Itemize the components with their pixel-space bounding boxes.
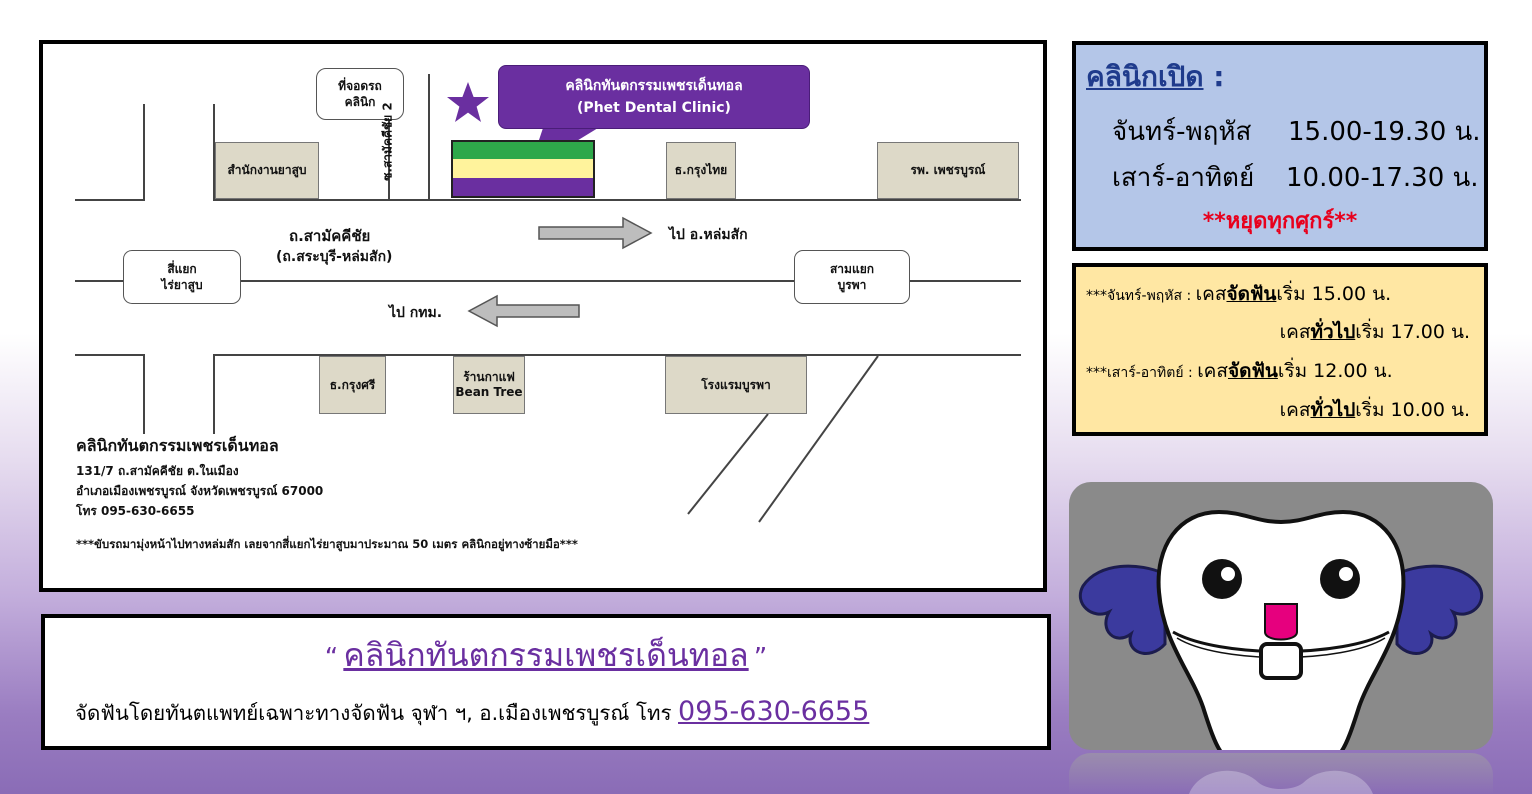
address-phone: โทร 095-630-6655 <box>76 504 195 518</box>
building-bean-tree-cafe: ร้านกาแฟ Bean Tree <box>453 356 525 414</box>
clinic-building <box>451 140 595 198</box>
clinic-callout-name: คลินิกทันตกรรมเพชรเด็นทอล <box>565 78 743 94</box>
building-krungthai-bank: ธ.กรุงไทย <box>666 142 736 199</box>
case-row-2-type: ทั่วไป <box>1310 321 1356 343</box>
arrow-left-icon <box>467 294 580 328</box>
building-burapha-hotel: โรงแรมบูรพา <box>665 356 807 414</box>
hours-row-2-time: 10.00-17.30 น. <box>1286 163 1479 193</box>
parking-sign: ที่จอดรถ คลินิก <box>316 68 404 120</box>
junction-burapha: สามแยก บูรพา <box>794 250 910 304</box>
direction-lomsak: ไป อ.หล่มสัก <box>669 227 748 243</box>
opening-hours-panel: คลินิกเปิด : จันทร์-พฤหัส 15.00-19.30 น.… <box>1072 41 1488 251</box>
address-line-2: อำเภอเมืองเพชรบูรณ์ จังหวัดเพชรบูรณ์ 670… <box>76 484 324 498</box>
quote-open: “ <box>324 643 339 673</box>
banner-clinic-name: คลินิกทันตกรรมเพชรเด็นทอล <box>343 636 749 674</box>
building-tobacco-office: สำนักงานยาสูบ <box>215 142 319 199</box>
case-row-3-a: เคส <box>1197 360 1228 382</box>
junction-right-label: สามแยก <box>829 262 874 276</box>
tooth-mascot-icon <box>1078 509 1484 750</box>
reflection-icon <box>1189 770 1373 794</box>
cafe-label: ร้านกาแฟ <box>463 370 515 384</box>
soi-label: ซ.สามัคคีชัย 2 <box>380 102 395 181</box>
case-row-3-time: เริ่ม 12.00 น. <box>1277 360 1393 382</box>
junction-left-label-2: ไร่ยาสูบ <box>161 278 203 292</box>
banner-title-row: “ คลินิกทันตกรรมเพชรเด็นทอล ” <box>45 630 1047 681</box>
case-row-4-type: ทั่วไป <box>1310 399 1356 421</box>
junction-left-label: สี่แยก <box>167 262 197 276</box>
case-row-1-a: เคส <box>1195 283 1227 305</box>
case-row-4-a: เคส <box>1279 399 1311 421</box>
arrow-right-icon <box>538 216 653 250</box>
case-row-3: ***เสาร์-อาทิตย์ : เคสจัดฟันเริ่ม 12.00 … <box>1086 356 1393 386</box>
mascot-reflection <box>1069 753 1493 794</box>
case-row-1: ***จันทร์-พฤหัส : เคสจัดฟันเริ่ม 15.00 น… <box>1086 279 1391 309</box>
cafe-label-2: Bean Tree <box>455 385 523 399</box>
case-row-4: เคสทั่วไปเริ่ม 10.00 น. <box>1280 395 1470 425</box>
case-row-4-time: เริ่ม 10.00 น. <box>1355 399 1470 421</box>
phone-link[interactable]: 095-630-6655 <box>678 696 870 727</box>
clinic-callout-english: (Phet Dental Clinic) <box>577 100 731 116</box>
location-map: ที่จอดรถ คลินิก ซ.สามัคคีชัย 2 คลินิกทัน… <box>39 40 1047 592</box>
case-row-2-time: เริ่ม 17.00 น. <box>1355 321 1470 343</box>
direction-bangkok: ไป กทม. <box>389 305 443 321</box>
road-name: ถ.สามัคคีชัย <box>289 227 371 245</box>
star-icon <box>447 82 489 122</box>
case-row-1-type: จัดฟัน <box>1226 283 1277 305</box>
building-hospital: รพ. เพชรบูรณ์ <box>877 142 1019 199</box>
address-line-1: 131/7 ถ.สามัคคีชัย ต.ในเมือง <box>76 464 239 478</box>
case-row-2: เคสทั่วไปเริ่ม 17.00 น. <box>1280 317 1470 347</box>
junction-rai-yasub: สี่แยก ไร่ยาสูบ <box>123 250 241 304</box>
clinic-banner: “ คลินิกทันตกรรมเพชรเด็นทอล ” จัดฟันโดยท… <box>41 614 1051 750</box>
hours-title-colon: : <box>1213 60 1225 93</box>
parking-label: ที่จอดรถ <box>338 79 382 93</box>
hours-row-1-days: จันทร์-พฤหัส <box>1112 117 1252 147</box>
case-schedule-panel: ***จันทร์-พฤหัส : เคสจัดฟันเริ่ม 15.00 น… <box>1072 263 1488 436</box>
junction-right-label-2: บูรพา <box>837 278 867 292</box>
tooth-mascot-panel <box>1069 482 1493 750</box>
hours-title: คลินิกเปิด <box>1086 60 1204 93</box>
banner-subtitle-row: จัดฟันโดยทันตแพทย์เฉพาะทางจัดฟัน จุฬา ฯ,… <box>75 696 869 730</box>
case-row-3-type: จัดฟัน <box>1228 360 1278 382</box>
case-row-2-a: เคส <box>1279 321 1311 343</box>
case-row-1-time: เริ่ม 15.00 น. <box>1276 283 1392 305</box>
quote-close: ” <box>753 643 768 673</box>
hours-title-row: คลินิกเปิด : <box>1086 55 1224 99</box>
address-title: คลินิกทันตกรรมเพชรเด็นทอล <box>76 436 279 455</box>
banner-subtitle: จัดฟันโดยทันตแพทย์เฉพาะทางจัดฟัน จุฬา ฯ,… <box>75 701 679 725</box>
directions-note: ***ขับรถมามุ่งหน้าไปทางหล่มสัก เลยจากสี่… <box>76 537 578 551</box>
parking-label-2: คลินิก <box>344 95 376 109</box>
hours-row-2-days: เสาร์-อาทิตย์ <box>1112 163 1255 193</box>
case-row-1-prefix: ***จันทร์-พฤหัส : <box>1086 288 1196 304</box>
hours-row-1-time: 15.00-19.30 น. <box>1288 117 1481 147</box>
diagonal-road <box>687 355 879 523</box>
building-krungsri-bank: ธ.กรุงศรี <box>319 356 386 414</box>
closed-note: **หยุดทุกศุกร์** <box>1202 209 1358 234</box>
case-row-3-prefix: ***เสาร์-อาทิตย์ : <box>1086 365 1198 381</box>
clinic-callout: คลินิกทันตกรรมเพชรเด็นทอล (Phet Dental C… <box>498 65 810 129</box>
road-alt-name: (ถ.สระบุรี-หล่มสัก) <box>276 249 393 265</box>
